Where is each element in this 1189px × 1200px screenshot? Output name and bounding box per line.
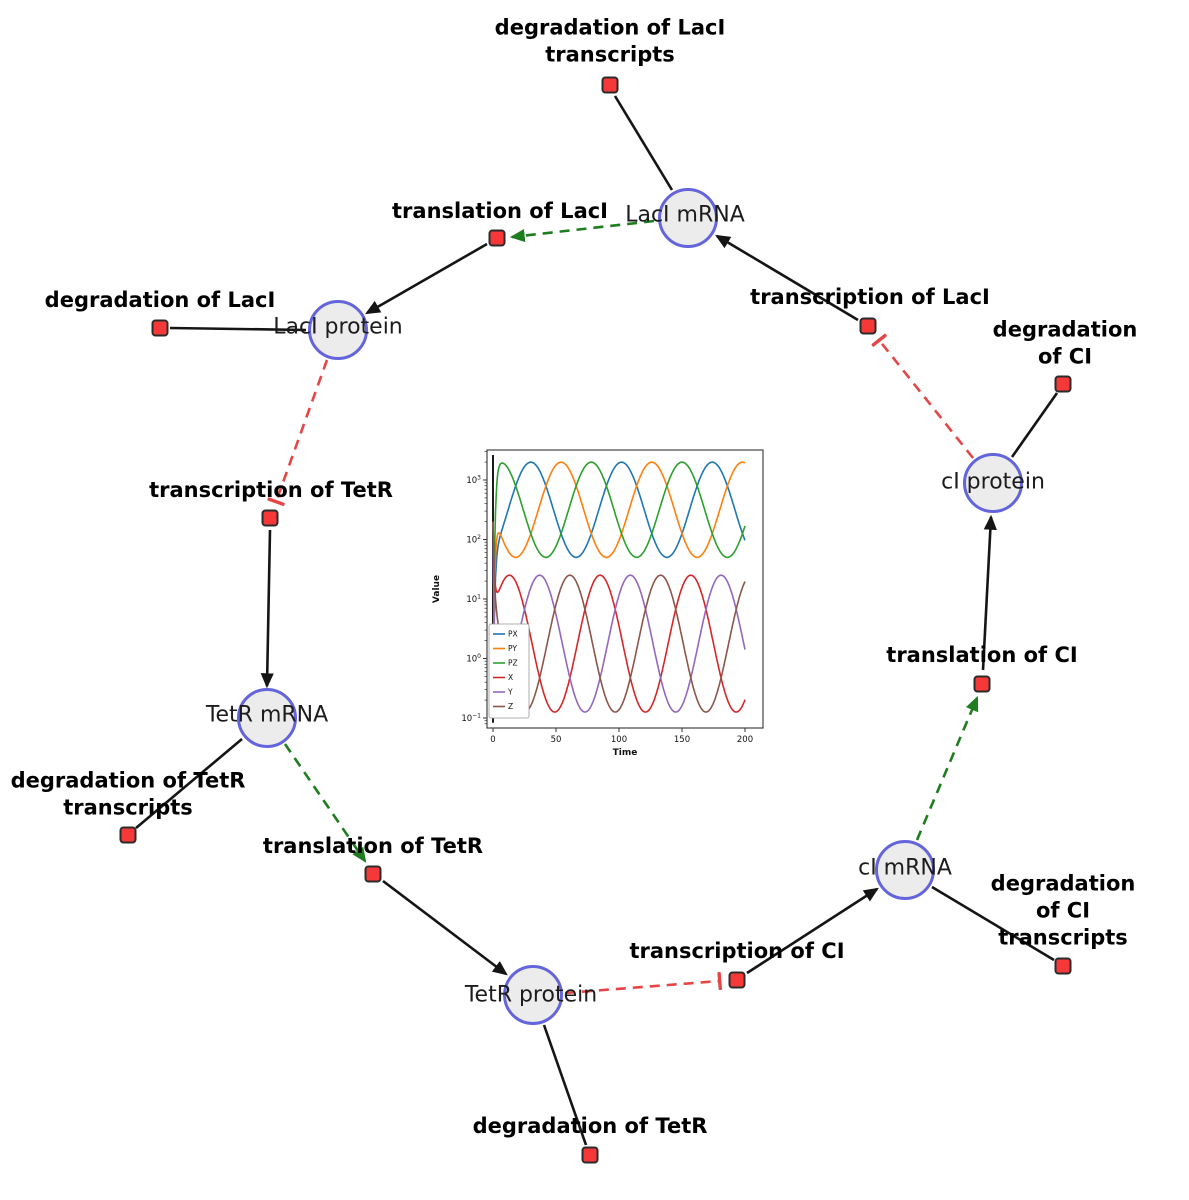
edge-transcription-of-ci-to-ci-mrna [746,887,879,975]
reaction-node-degradation-of-tetr[interactable] [581,1146,599,1164]
edge-laci-mrna-to-translation-of-laci [509,219,655,243]
species-node-tetr-mrna[interactable] [237,688,297,748]
svg-text:PX: PX [508,630,518,639]
reaction-label-translation-of-tetr: translation of TetR [262,834,484,859]
svg-text:200: 200 [737,735,753,745]
svg-text:PY: PY [508,644,517,653]
edge-tetr-mrna-to-degradation-of-tetr-transcripts [135,738,243,829]
svg-text:101: 101 [466,594,481,606]
edge-laci-mrna-to-degradation-of-laci-transcripts [613,95,674,191]
reaction-label-degradation-of-laci: degradation of LacI [44,288,276,313]
svg-text:X: X [508,673,513,682]
species-label-ci-mrna: cI mRNA [858,855,952,881]
species-label-laci-protein: LacI protein [273,314,403,340]
reaction-label-degradation-of-ci-transcripts: degradation of CI transcripts [990,871,1136,950]
svg-text:100: 100 [611,735,627,745]
reaction-node-translation-of-tetr[interactable] [364,865,382,883]
svg-text:Y: Y [507,688,513,697]
reaction-node-transcription-of-laci[interactable] [859,317,877,335]
species-node-ci-mrna[interactable] [875,840,935,900]
edge-translation-of-laci-to-laci-protein [365,242,488,315]
svg-text:102: 102 [466,534,481,546]
edge-translation-of-ci-to-ci-protein [981,514,997,671]
species-node-laci-protein[interactable] [308,300,368,360]
reaction-node-translation-of-laci[interactable] [488,229,506,247]
reaction-node-transcription-of-ci[interactable] [728,971,746,989]
species-label-laci-mrna: LacI mRNA [625,202,745,228]
edge-laci-protein-inhibits-transcription-of-tetr [267,359,329,507]
reaction-node-degradation-of-ci[interactable] [1054,375,1072,393]
edge-ci-mrna-to-degradation-of-ci-transcripts [931,885,1055,962]
svg-text:100: 100 [466,653,481,665]
reaction-node-degradation-of-laci[interactable] [151,319,169,337]
reaction-label-translation-of-laci: translation of LacI [392,199,608,224]
edge-tetr-protein-to-degradation-of-tetr [542,1024,588,1146]
reaction-label-degradation-of-tetr: degradation of TetR [472,1114,708,1139]
species-label-tetr-mrna: TetR mRNA [205,702,329,728]
species-node-laci-mrna[interactable] [658,188,718,248]
reaction-label-transcription-of-tetr: transcription of TetR [149,478,393,503]
reaction-label-degradation-of-ci: degradation of CI [992,317,1138,369]
edge-ci-protein-to-degradation-of-ci [1010,392,1059,458]
reaction-node-translation-of-ci[interactable] [973,675,991,693]
species-node-ci-protein[interactable] [963,453,1023,513]
svg-text:50: 50 [551,735,562,745]
species-label-tetr-protein: TetR protein [464,982,598,1008]
svg-text:10−1: 10−1 [461,713,481,725]
reaction-node-degradation-of-ci-transcripts[interactable] [1054,957,1072,975]
species-label-ci-protein: cI protein [941,469,1045,495]
species-node-tetr-protein[interactable] [503,965,563,1025]
svg-text:Time: Time [613,748,638,758]
svg-text:Z: Z [508,702,513,711]
edge-tetr-mrna-to-translation-of-tetr [283,743,367,863]
svg-text:103: 103 [466,475,481,487]
reaction-label-transcription-of-laci: transcription of LacI [750,285,990,310]
edge-ci-protein-inhibits-transcription-of-laci [871,333,975,459]
svg-text:0: 0 [490,735,495,745]
edge-ci-mrna-to-translation-of-ci [915,695,979,841]
svg-text:150: 150 [674,735,690,745]
reaction-label-translation-of-ci: translation of CI [886,643,1078,668]
svg-text:PZ: PZ [508,659,518,668]
edge-tetr-protein-inhibits-transcription-of-ci [564,971,723,995]
reaction-node-degradation-of-tetr-transcripts[interactable] [119,826,137,844]
edge-translation-of-tetr-to-tetr-protein [382,879,508,976]
reaction-label-degradation-of-tetr-transcripts: degradation of TetR transcripts [10,768,246,820]
reaction-label-transcription-of-ci: transcription of CI [629,939,845,964]
reaction-label-degradation-of-laci-transcripts: degradation of LacI transcripts [494,15,726,67]
reaction-node-degradation-of-laci-transcripts[interactable] [601,76,619,94]
edge-laci-protein-to-degradation-of-laci [169,326,307,332]
svg-text:Value: Value [432,575,442,603]
edge-transcription-of-tetr-to-tetr-mrna [260,529,274,689]
edge-transcription-of-laci-to-laci-mrna [715,234,859,322]
reaction-node-transcription-of-tetr[interactable] [261,509,279,527]
